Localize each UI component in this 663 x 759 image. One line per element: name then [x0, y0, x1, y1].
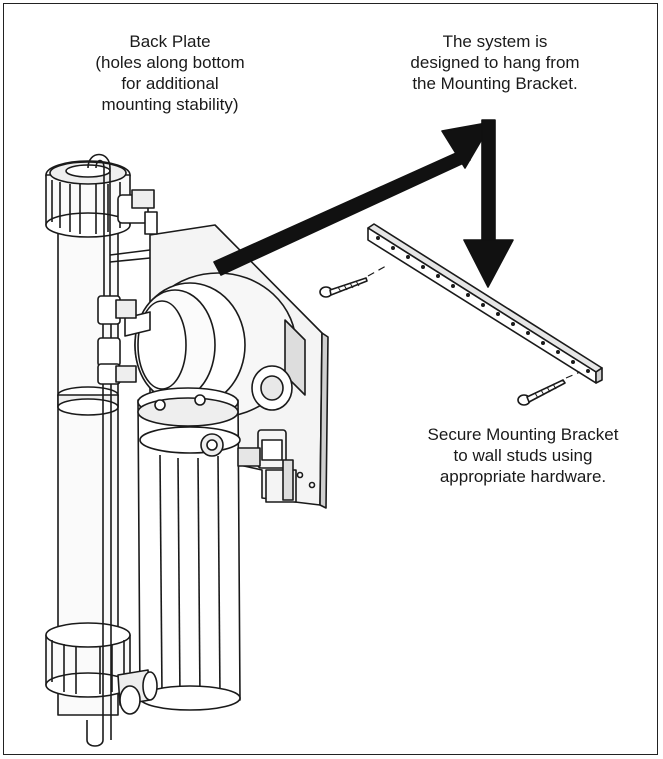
screw-right: [517, 379, 566, 406]
system-hang-caption: The system is designed to hang from the …: [365, 31, 625, 94]
caption-line: (holes along bottom: [95, 53, 245, 72]
back-plate-caption: Back Plate (holes along bottom for addit…: [50, 31, 290, 115]
caption-line: for additional: [121, 74, 219, 93]
caption-line: appropriate hardware.: [439, 467, 607, 486]
screw-guide-left: [367, 265, 387, 277]
caption-line: mounting stability): [101, 95, 239, 114]
fittings: [97, 189, 158, 385]
screw-left: [319, 277, 368, 298]
mounting-bracket: [367, 223, 603, 384]
caption-line: designed to hang from: [410, 53, 580, 72]
caption-line: The system is: [442, 32, 548, 51]
filter-housing: [137, 387, 241, 711]
screw-guide-right: [565, 371, 581, 379]
hang-arrow: [463, 119, 514, 288]
lift-arrow: [213, 121, 493, 276]
caption-line: the Mounting Bracket.: [412, 74, 578, 93]
caption-line: Back Plate: [129, 32, 211, 51]
caption-line: to wall studs using: [453, 446, 593, 465]
valve-assembly: [237, 429, 297, 503]
pressure-tank: [124, 272, 306, 418]
caption-line: Secure Mounting Bracket: [427, 425, 619, 444]
secure-bracket-caption: Secure Mounting Bracket to wall studs us…: [398, 424, 648, 487]
